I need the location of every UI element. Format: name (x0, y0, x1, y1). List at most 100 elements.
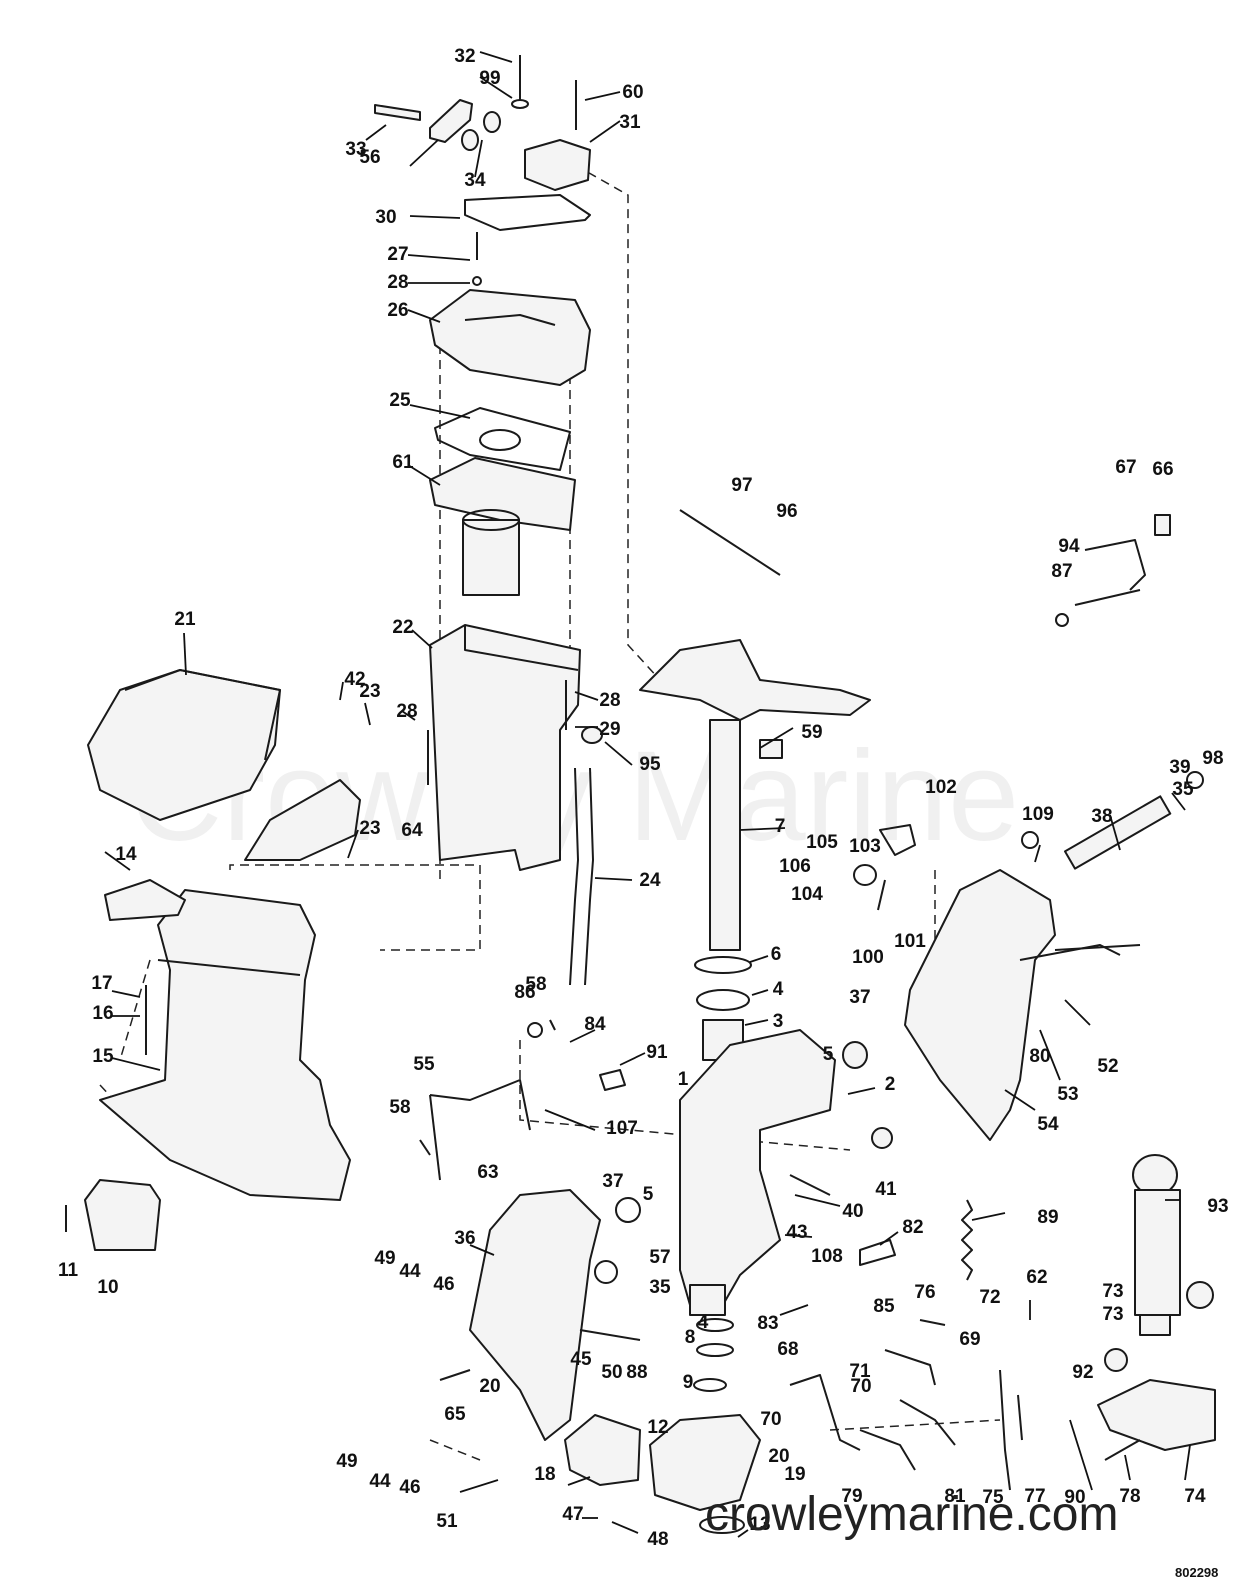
callout-92: 92 (1072, 1362, 1093, 1383)
callout-38: 38 (1091, 806, 1112, 827)
lower-swivel-parts (564, 1318, 761, 1534)
callout-5: 5 (823, 1044, 834, 1065)
callout-94: 94 (1058, 536, 1080, 557)
leader-lines (104, 51, 1191, 1538)
callout-76: 76 (914, 1282, 935, 1303)
callout-71: 71 (849, 1361, 871, 1382)
callout-72: 72 (979, 1287, 1000, 1308)
callout-28: 28 (599, 690, 620, 711)
callout-49: 49 (374, 1248, 395, 1269)
callout-23: 23 (359, 818, 380, 839)
callout-21: 21 (174, 609, 196, 630)
callout-32: 32 (454, 46, 475, 67)
callout-47: 47 (562, 1504, 583, 1525)
callout-31: 31 (619, 112, 641, 133)
callout-50: 50 (601, 1362, 622, 1383)
callout-85: 85 (873, 1296, 895, 1317)
callout-103: 103 (849, 836, 881, 857)
callout-61: 61 (392, 452, 414, 473)
callout-27: 27 (387, 244, 408, 265)
callout-106: 106 (779, 856, 811, 877)
callout-99: 99 (479, 68, 500, 89)
callout-19: 19 (784, 1464, 805, 1485)
callout-108: 108 (811, 1246, 843, 1267)
callout-43: 43 (786, 1222, 807, 1243)
callout-14: 14 (115, 844, 137, 865)
callout-56: 56 (359, 147, 380, 168)
callout-65: 65 (444, 1404, 466, 1425)
callout-46: 46 (399, 1477, 420, 1498)
callout-29: 29 (599, 719, 620, 740)
callout-70: 70 (850, 1376, 871, 1397)
callout-28: 28 (387, 272, 408, 293)
callout-17: 17 (91, 973, 112, 994)
callout-57: 57 (649, 1247, 670, 1268)
top-bracket-assembly (374, 55, 591, 231)
callout-79: 79 (841, 1486, 862, 1507)
callout-9: 9 (683, 1372, 694, 1393)
callout-33: 33 (345, 139, 366, 160)
figure-number: 802298 (1175, 1565, 1218, 1580)
callout-88: 88 (626, 1362, 647, 1383)
callout-69: 69 (959, 1329, 980, 1350)
callout-52: 52 (1097, 1056, 1118, 1077)
callout-45: 45 (570, 1349, 592, 1370)
callout-49: 49 (336, 1451, 357, 1472)
callout-35: 35 (1172, 779, 1194, 800)
stern-bracket-left (439, 1189, 641, 1441)
callout-86: 86 (514, 982, 535, 1003)
callout-93: 93 (1207, 1196, 1228, 1217)
callout-98: 98 (1202, 748, 1223, 769)
callout-89: 89 (1037, 1207, 1058, 1228)
callout-54: 54 (1037, 1114, 1059, 1135)
callout-87: 87 (1051, 561, 1072, 582)
callout-8: 8 (685, 1327, 696, 1348)
swivel-bracket (679, 1029, 893, 1316)
callout-37: 37 (602, 1171, 623, 1192)
callout-68: 68 (777, 1339, 798, 1360)
adapter-plate-group (429, 232, 591, 596)
stern-bracket-right (904, 771, 1204, 1141)
callout-40: 40 (842, 1201, 863, 1222)
callout-7: 7 (775, 816, 786, 837)
callout-24: 24 (639, 870, 661, 891)
callout-25: 25 (389, 390, 411, 411)
site-mark: crowleymarine.com (705, 1488, 1118, 1541)
callout-62: 62 (1026, 1267, 1047, 1288)
callout-75: 75 (982, 1487, 1004, 1508)
callout-6: 6 (771, 944, 782, 965)
callout-36: 36 (454, 1228, 475, 1249)
callout-104: 104 (791, 884, 823, 905)
callout-13: 13 (749, 1514, 770, 1535)
callout-80: 80 (1029, 1046, 1050, 1067)
springs-and-linkage (679, 509, 1171, 1491)
callout-101: 101 (894, 931, 926, 952)
tilt-cylinder (1097, 1154, 1216, 1461)
callout-34: 34 (464, 170, 486, 191)
callout-95: 95 (639, 754, 661, 775)
callout-107: 107 (606, 1118, 638, 1139)
callout-63: 63 (477, 1162, 498, 1183)
callout-16: 16 (92, 1003, 113, 1024)
callout-73: 73 (1102, 1304, 1123, 1325)
lower-cowl (87, 669, 361, 861)
callout-53: 53 (1057, 1084, 1078, 1105)
callout-59: 59 (801, 722, 822, 743)
callout-39: 39 (1169, 757, 1190, 778)
callout-11: 11 (58, 1260, 79, 1281)
callout-22: 22 (392, 617, 413, 638)
tilt-lever-linkage (419, 1019, 626, 1181)
callout-109: 109 (1022, 804, 1054, 825)
callout-91: 91 (646, 1042, 668, 1063)
callout-73: 73 (1102, 1281, 1123, 1302)
callout-64: 64 (401, 820, 423, 841)
callout-42: 42 (344, 669, 365, 690)
callout-48: 48 (647, 1529, 668, 1550)
callout-78: 78 (1119, 1486, 1140, 1507)
callout-37: 37 (849, 987, 870, 1008)
callout-3: 3 (773, 1011, 784, 1032)
callout-20: 20 (768, 1446, 789, 1467)
callout-18: 18 (534, 1464, 555, 1485)
callout-35: 35 (649, 1277, 671, 1298)
